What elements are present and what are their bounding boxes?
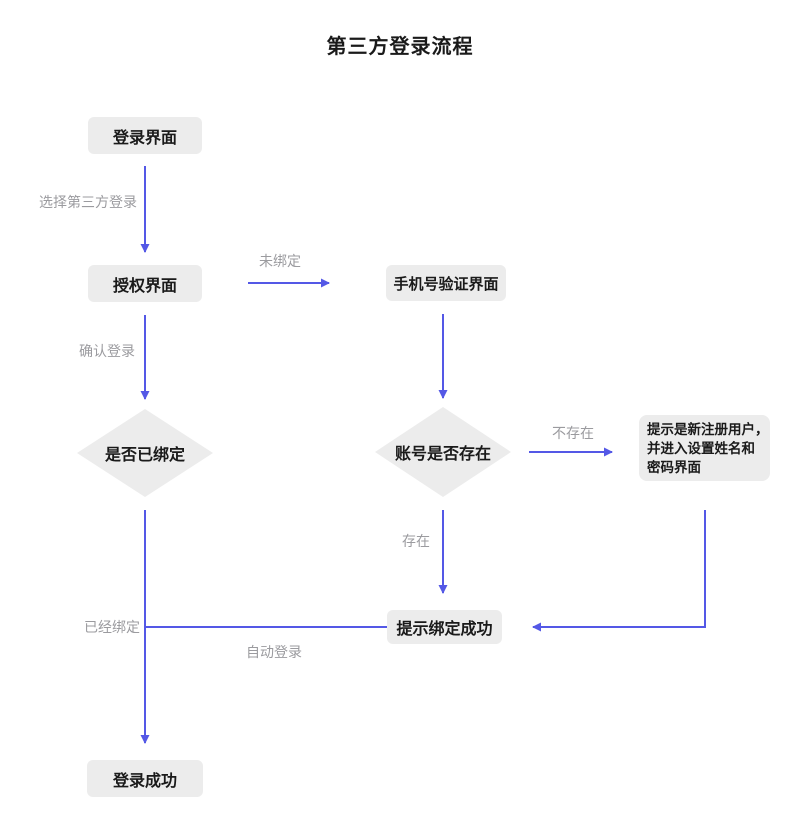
- page-title: 第三方登录流程: [326, 36, 474, 58]
- node-bind-success: 提示绑定成功: [387, 610, 502, 644]
- note-line: 并进入设置姓名和: [647, 441, 755, 456]
- note-line: 密码界面: [647, 460, 701, 475]
- node-login-screen: 登录界面: [88, 117, 202, 154]
- edge-label-exist: 存在: [402, 533, 430, 549]
- node-auth-screen: 授权界面: [88, 265, 202, 302]
- edge-label-choose-third-party: 选择第三方登录: [39, 194, 137, 210]
- edge-label-confirm-login: 确认登录: [79, 343, 135, 359]
- edge-label-already-bound: 已经绑定: [84, 619, 140, 635]
- note-line: 提示是新注册用户，: [647, 422, 769, 437]
- edge-label-not-bound: 未绑定: [259, 253, 301, 269]
- node-phone-verify-screen: 手机号验证界面: [386, 265, 506, 301]
- node-new-user-note: 提示是新注册用户， 并进入设置姓名和 密码界面: [639, 415, 770, 481]
- edge-label-auto-login: 自动登录: [246, 644, 302, 660]
- node-login-success: 登录成功: [87, 760, 203, 797]
- edge-new-user-note-to-bind-success: [532, 510, 706, 632]
- edge-label-not-exist: 不存在: [552, 425, 594, 441]
